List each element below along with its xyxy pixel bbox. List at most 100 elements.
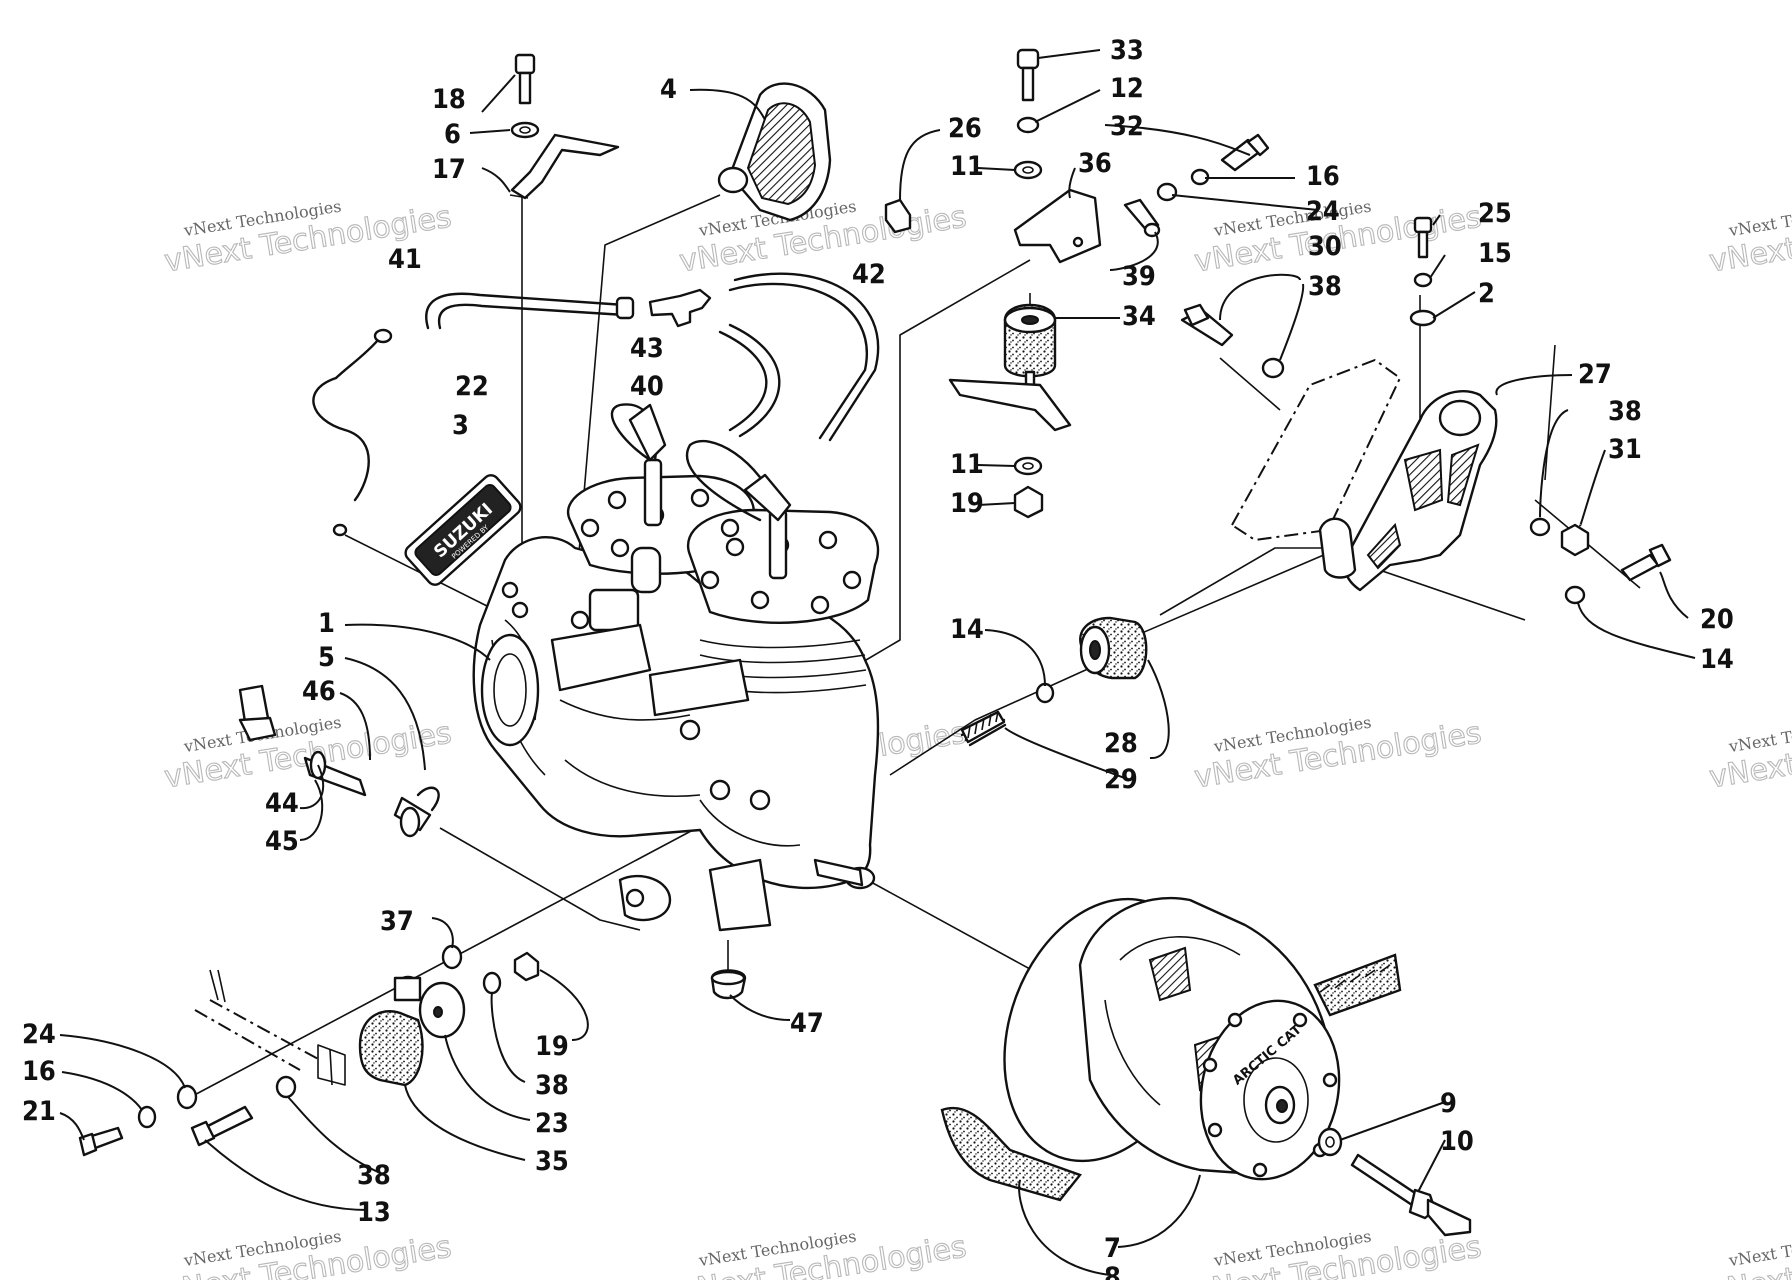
watermark: vNext Technologies vNext Technologies	[161, 1226, 454, 1280]
drive-belt[interactable]	[940, 953, 1402, 1202]
fitting-43[interactable]	[648, 288, 712, 328]
callout-38c: 38	[535, 1070, 569, 1101]
plate-23[interactable]	[418, 981, 466, 1039]
engine-assembly[interactable]	[472, 403, 880, 932]
bracket-36[interactable]	[1013, 188, 1102, 264]
washer-16-bottom[interactable]	[137, 1105, 157, 1129]
callout-37: 37	[380, 906, 414, 937]
nut-19-bottom[interactable]	[513, 951, 540, 982]
callout-7: 7	[1104, 1233, 1121, 1264]
hose-42[interactable]	[728, 272, 880, 442]
washer-37[interactable]	[441, 944, 463, 970]
mount-35[interactable]	[358, 975, 424, 1087]
bolt-10[interactable]	[1350, 1153, 1472, 1237]
engine-bracket[interactable]	[509, 133, 620, 200]
callout-26: 26	[948, 113, 982, 144]
bolt-21[interactable]	[78, 1126, 124, 1157]
svg-text:vNext Technologies: vNext Technologies	[1707, 199, 1792, 279]
bolt-18[interactable]	[514, 53, 536, 105]
callout-12: 12	[1110, 73, 1144, 104]
callout-18: 18	[432, 84, 466, 115]
washer-38-right[interactable]	[1529, 517, 1551, 537]
callout-23: 23	[535, 1108, 569, 1139]
callout-38a: 38	[1308, 271, 1342, 302]
callout-40: 40	[630, 371, 664, 402]
watermark: vNext Technologies vNext Technologies	[1191, 1226, 1484, 1280]
watermark: vNext Technologies vNext Technologies	[1191, 712, 1484, 795]
callout-4: 4	[660, 74, 677, 105]
assembly-lines	[184, 194, 1641, 1101]
washer-6[interactable]	[510, 121, 540, 139]
callout-25: 25	[1478, 198, 1512, 229]
callout-16a: 16	[1306, 161, 1340, 192]
callout-leaders	[59, 49, 1696, 1276]
lock-washer-12[interactable]	[1016, 116, 1040, 134]
callout-38b: 38	[1608, 396, 1642, 427]
callout-15: 15	[1478, 238, 1512, 269]
washer-38-lower[interactable]	[482, 971, 502, 995]
callout-16b: 16	[22, 1056, 56, 1087]
bolt-33[interactable]	[1016, 48, 1040, 102]
pin-5[interactable]	[393, 786, 440, 838]
washer-38-bottom[interactable]	[275, 1075, 297, 1099]
bushing-28[interactable]	[1079, 616, 1148, 680]
watermark: vNext Technologies vNext Technologies	[1706, 196, 1792, 279]
callout-19b: 19	[535, 1031, 569, 1062]
callout-43: 43	[630, 333, 664, 364]
callout-24a: 24	[1306, 196, 1340, 227]
nut-19-top[interactable]	[1013, 485, 1044, 519]
callout-33: 33	[1110, 35, 1144, 66]
air-silencer-adapter[interactable]	[717, 82, 832, 222]
spring-29[interactable]	[960, 710, 1007, 747]
bolt-30[interactable]	[1180, 303, 1234, 347]
washer-2[interactable]	[1409, 309, 1437, 327]
callout-3: 3	[452, 410, 469, 441]
spring-22[interactable]	[312, 328, 393, 537]
callout-11a: 11	[950, 151, 984, 182]
washer-24-top[interactable]	[1156, 182, 1178, 202]
callout-labels: 1 2 3 4 5 6 7 8 9 10 11 11 12 13 14 14 1…	[22, 35, 1734, 1280]
bracket-frame	[194, 969, 346, 1086]
bolt-20[interactable]	[1620, 543, 1672, 582]
callout-8: 8	[1104, 1262, 1121, 1280]
callout-28: 28	[1104, 728, 1138, 759]
washer-11-top[interactable]	[1013, 160, 1043, 180]
callout-9: 9	[1440, 1088, 1457, 1119]
callout-44: 44	[265, 788, 299, 819]
svg-text:vNext Technologies: vNext Technologies	[1707, 715, 1792, 795]
mount-34[interactable]	[1003, 303, 1057, 396]
callout-47: 47	[790, 1008, 824, 1039]
washer-11-bottom[interactable]	[1013, 456, 1043, 476]
callout-31: 31	[1608, 434, 1642, 465]
callout-13: 13	[357, 1197, 391, 1228]
mount-plate-27[interactable]	[1230, 358, 1498, 592]
callout-17: 17	[432, 154, 466, 185]
callout-34: 34	[1122, 301, 1156, 332]
callout-30: 30	[1308, 231, 1342, 262]
washer-14-middle[interactable]	[1035, 682, 1055, 704]
grommet-47[interactable]	[710, 969, 747, 1000]
drive-clutch[interactable]: ARCTIC CAT	[970, 871, 1356, 1193]
callout-14b: 14	[1700, 644, 1734, 675]
bracket-39[interactable]	[1123, 198, 1161, 238]
washer-38-upper[interactable]	[1261, 357, 1285, 379]
washer-24-bottom[interactable]	[176, 1084, 198, 1110]
callout-27: 27	[1578, 359, 1612, 390]
cylinder-head-bolts	[580, 488, 862, 615]
hose-41[interactable]	[425, 292, 635, 330]
lock-washer-15[interactable]	[1413, 272, 1433, 288]
callout-24b: 24	[22, 1019, 56, 1050]
washer-14-right[interactable]	[1564, 585, 1586, 605]
hose-40[interactable]	[718, 323, 781, 438]
callout-11b: 11	[950, 449, 984, 480]
nut-31[interactable]	[1560, 523, 1590, 557]
bolt-25[interactable]	[1413, 216, 1433, 259]
watermark: vNext Technologies vNext Technologies	[676, 196, 969, 279]
washer-9[interactable]	[1317, 1127, 1343, 1157]
bolt-32[interactable]	[1220, 133, 1270, 172]
plate-mount[interactable]	[948, 378, 1072, 432]
fitting-44[interactable]	[238, 684, 277, 742]
bolt-13[interactable]	[190, 1105, 254, 1147]
callout-5: 5	[318, 642, 335, 673]
